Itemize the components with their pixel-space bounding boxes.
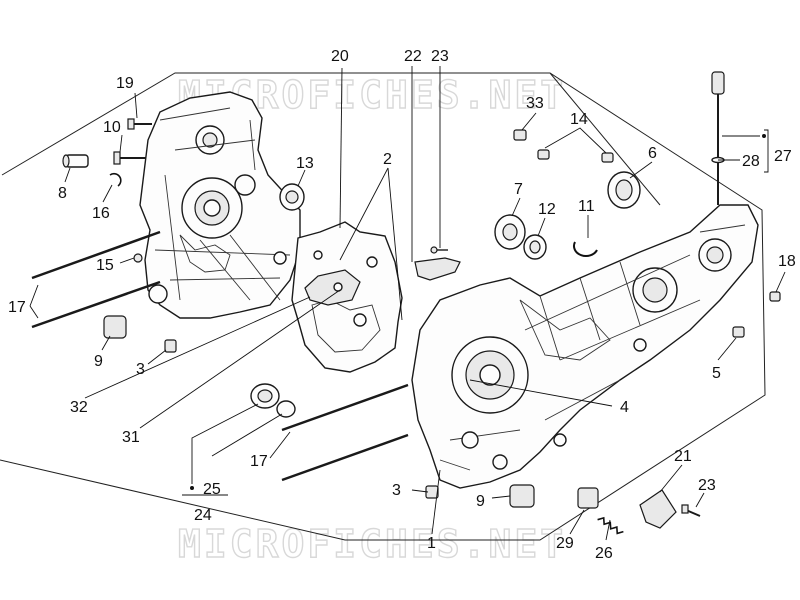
group-dot-27 <box>762 134 766 138</box>
callout-14: 14 <box>570 111 588 128</box>
callout-21: 21 <box>674 448 692 465</box>
callout-labels: 19 10 8 16 15 17 9 3 32 31 25 24 17 13 2… <box>8 48 796 562</box>
callout-26: 26 <box>595 545 613 562</box>
callout-3-left: 3 <box>136 361 145 378</box>
spring-26 <box>597 516 624 535</box>
stud-bolts-17-right <box>281 383 409 482</box>
screw-top <box>430 246 448 254</box>
callout-31: 31 <box>122 429 140 446</box>
callout-9-right: 9 <box>476 493 485 510</box>
bushing-14a <box>537 149 550 160</box>
callout-9-left: 9 <box>94 353 103 370</box>
bushing-9-left <box>103 315 127 339</box>
oil-filter-25 <box>250 383 280 409</box>
callout-27: 27 <box>774 148 792 165</box>
callout-32: 32 <box>70 399 88 416</box>
callout-3-right: 3 <box>392 482 401 499</box>
callout-15: 15 <box>96 257 114 274</box>
callout-8: 8 <box>58 185 67 202</box>
callout-5: 5 <box>712 365 721 382</box>
bearing-6 <box>607 171 641 209</box>
clip-16 <box>109 172 122 187</box>
callout-24: 24 <box>194 507 212 524</box>
circlip <box>573 241 598 257</box>
right-crankcase-half <box>411 204 759 489</box>
bushing-14b <box>601 152 614 163</box>
stud-bolts-17-left <box>31 230 161 329</box>
bushing-33 <box>513 129 527 141</box>
bushing-9-right <box>509 484 535 508</box>
callout-33: 33 <box>526 95 544 112</box>
group-dot-25 <box>190 486 194 490</box>
plug-15 <box>133 253 143 263</box>
callout-6: 6 <box>648 145 657 162</box>
callout-23-bottom: 23 <box>698 477 716 494</box>
leader-lines <box>29 66 786 541</box>
callout-29: 29 <box>556 535 574 552</box>
bracket <box>414 257 461 281</box>
screw-23-bottom <box>681 504 701 517</box>
bearing-7 <box>494 214 526 250</box>
callout-23-top: 23 <box>431 48 449 65</box>
screw-10 <box>113 151 146 165</box>
bushing-18 <box>769 291 781 302</box>
callout-2: 2 <box>383 151 392 168</box>
pin-29 <box>577 487 599 509</box>
callout-10: 10 <box>103 119 121 136</box>
cover-plate <box>304 269 361 306</box>
callout-20: 20 <box>331 48 349 65</box>
callout-13: 13 <box>296 155 314 172</box>
callout-11: 11 <box>578 198 595 215</box>
callout-12: 12 <box>538 201 556 218</box>
callout-1: 1 <box>427 535 436 552</box>
bushing-5 <box>732 326 745 338</box>
left-crankcase-half <box>139 91 301 319</box>
callout-22: 22 <box>404 48 422 65</box>
callout-17-right: 17 <box>250 453 268 470</box>
plate-21 <box>639 489 677 529</box>
watermark-bottom: MICROFICHES.NET <box>178 522 566 566</box>
bearing-13 <box>279 183 305 211</box>
screw-19 <box>127 118 152 130</box>
dipstick <box>711 71 725 205</box>
callout-18: 18 <box>778 253 796 270</box>
callout-17-left: 17 <box>8 299 26 316</box>
o-ring-24 <box>276 400 296 418</box>
pin-8 <box>62 154 89 168</box>
bearing-12 <box>523 234 547 260</box>
callout-4: 4 <box>620 399 629 416</box>
assembly-frame <box>0 72 766 541</box>
callout-25: 25 <box>203 481 221 498</box>
callout-7: 7 <box>514 181 523 198</box>
callout-28: 28 <box>742 153 760 170</box>
callout-16: 16 <box>92 205 110 222</box>
dowel-3-left <box>164 339 177 353</box>
callout-19: 19 <box>116 75 134 92</box>
